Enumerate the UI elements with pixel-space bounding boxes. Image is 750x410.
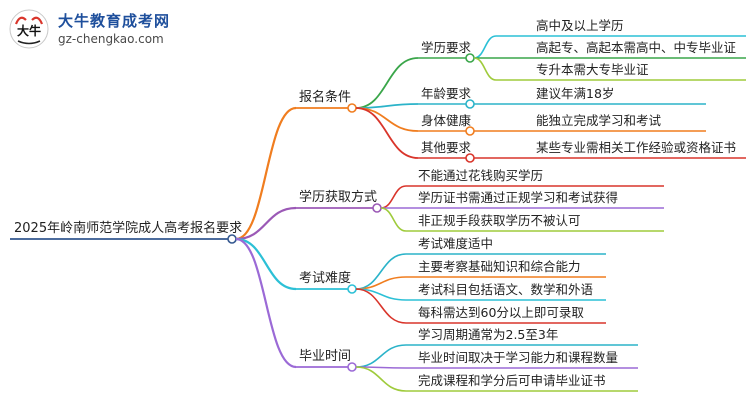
leaf-node[interactable]: 毕业时间取决于学习能力和课程数量 xyxy=(418,350,619,365)
connector-line xyxy=(355,366,407,392)
branch-node[interactable]: 报名条件 xyxy=(299,90,352,105)
sub-branch-node[interactable]: 年龄要求 xyxy=(421,86,472,101)
sub-branch-node[interactable]: 学历要求 xyxy=(421,40,472,55)
logo-title: 大牛教育成考网 xyxy=(58,12,171,30)
sub-branch-node[interactable]: 身体健康 xyxy=(421,113,472,128)
leaf-node[interactable]: 高中及以上学历 xyxy=(536,18,624,33)
leaf-node[interactable]: 非正规手段获取学历不被认可 xyxy=(418,213,581,228)
leaf-node[interactable]: 专升本需大专毕业证 xyxy=(536,62,649,77)
connector-line xyxy=(235,206,297,241)
leaf-node[interactable]: 建议年满18岁 xyxy=(536,86,615,101)
connector-line xyxy=(473,57,497,81)
leaf-node[interactable]: 每科需达到60分以上即可录取 xyxy=(418,305,584,320)
root-topic[interactable]: 2025年岭南师范学院成人高考报名要求 xyxy=(14,221,243,236)
leaf-node[interactable]: 考试科目包括语文、数学和外语 xyxy=(418,282,594,297)
connector-line xyxy=(355,288,407,324)
sub-branch-node[interactable]: 其他要求 xyxy=(421,140,472,155)
site-logo[interactable]: 大牛 大牛教育成考网 gz-chengkao.com xyxy=(8,8,178,50)
branch-node[interactable]: 毕业时间 xyxy=(299,349,352,364)
connector-line xyxy=(380,207,407,232)
logo-mark-text: 大牛 xyxy=(17,23,41,38)
leaf-node[interactable]: 主要考察基础知识和综合能力 xyxy=(418,259,581,274)
connector-line xyxy=(235,237,297,369)
connector-line xyxy=(355,107,419,159)
connector-line xyxy=(355,107,419,132)
leaf-node[interactable]: 学习周期通常为2.5至3年 xyxy=(418,327,559,342)
connector-line xyxy=(355,57,419,109)
leaf-node[interactable]: 完成课程和学分后可申请毕业证书 xyxy=(418,373,606,388)
connector-line xyxy=(473,35,497,59)
branch-node[interactable]: 考试难度 xyxy=(299,271,352,286)
bull-mascot-logo-icon: 大牛 xyxy=(9,9,49,49)
connector-line xyxy=(380,185,407,209)
leaf-node[interactable]: 某些专业需相关工作经验或资格证书 xyxy=(536,140,737,155)
branch-node[interactable]: 学历获取方式 xyxy=(299,190,378,205)
leaf-node[interactable]: 能独立完成学习和考试 xyxy=(536,113,662,128)
leaf-node[interactable]: 不能通过花钱购买学历 xyxy=(418,168,544,183)
leaf-node[interactable]: 考试难度适中 xyxy=(418,236,494,251)
leaf-node[interactable]: 学历证书需通过正规学习和考试获得 xyxy=(418,190,619,205)
connector-line xyxy=(355,344,407,368)
connector-line xyxy=(235,106,297,241)
logo-url: gz-chengkao.com xyxy=(58,32,164,46)
leaf-node[interactable]: 高起专、高起本需高中、中专毕业证 xyxy=(536,40,737,55)
connector-line xyxy=(235,237,297,291)
